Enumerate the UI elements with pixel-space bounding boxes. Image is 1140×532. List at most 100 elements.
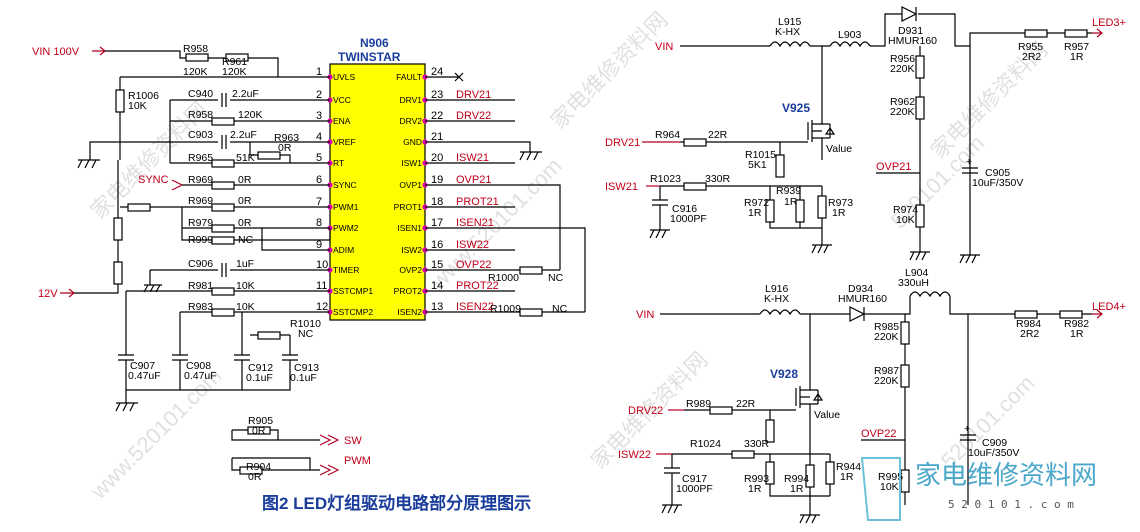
c913-val: 0.1uF xyxy=(290,372,317,384)
ic-pin-name: DRV1 xyxy=(399,95,422,105)
ic-pin-name: ENA xyxy=(333,116,351,126)
svg-text:+: + xyxy=(966,156,972,168)
r1006-val: 10K xyxy=(128,100,147,112)
ground-icon xyxy=(799,514,820,524)
l904-val: 330uH xyxy=(898,277,929,289)
r969b-val: 0R xyxy=(238,195,252,207)
r1024-val: 330R xyxy=(744,438,770,450)
ic-pin-number: 10 xyxy=(316,259,328,271)
l915-val: K-HX xyxy=(775,26,800,38)
c913-ref: C913 xyxy=(294,362,319,374)
c908-ref: C908 xyxy=(186,360,211,372)
ic-n906: N906 TWINSTAR UVLS1VCC2ENA3VREF4RT5SYNC6… xyxy=(316,36,443,321)
pwm-label: PWM xyxy=(344,455,371,467)
ic-pin-number: 12 xyxy=(316,301,328,313)
ic-pin-number: 6 xyxy=(316,174,322,186)
ic-pin-number: 18 xyxy=(431,196,443,208)
r956-ref: R956 xyxy=(890,53,915,65)
c905-val: 10uF/350V xyxy=(972,177,1023,189)
isw21-label: ISW21 xyxy=(605,181,638,193)
led3-driver: VIN L915 K-HX L903 D931 HMUR160 R955 2R2… xyxy=(605,6,1126,264)
ground-icon xyxy=(959,254,980,264)
ovp22-label: OVP22 xyxy=(861,428,896,440)
l916-val: K-HX xyxy=(764,293,789,305)
ground-icon xyxy=(519,151,542,161)
r969a-ref: R969 xyxy=(188,174,213,186)
ic-pin-name: SSTCMP1 xyxy=(333,286,373,296)
ground-icon xyxy=(909,240,930,261)
logo-icon xyxy=(860,457,901,521)
ic-right-nets: R1000 NC R1009 NC DRV21DRV22ISW21OVP21PR… xyxy=(425,72,586,317)
ic-pin-number: 8 xyxy=(316,217,322,229)
r993-ref: R993 xyxy=(744,473,769,485)
ic-pin-number: 1 xyxy=(316,66,322,78)
r1024-ref: R1024 xyxy=(690,438,721,450)
r969b-ref: R969 xyxy=(188,195,213,207)
c940-val: 2.2uF xyxy=(232,88,259,100)
led3-label: LED3+ xyxy=(1092,17,1126,29)
ic-pin-number: 20 xyxy=(431,152,443,164)
c909-val: 10uF/350V xyxy=(968,447,1019,459)
ic-body xyxy=(329,63,426,321)
c906-val: 1uF xyxy=(236,258,254,270)
c903-ref: C903 xyxy=(188,129,213,141)
ic-pin-number: 2 xyxy=(316,89,322,101)
vin100-label: VIN 100V xyxy=(32,46,80,58)
net-label: ISEN22 xyxy=(456,301,494,313)
r987-ref: R987 xyxy=(874,365,899,377)
isw22-label: ISW22 xyxy=(618,449,651,461)
r1015-val: 5K1 xyxy=(748,159,767,171)
ic-pin-number: 21 xyxy=(431,131,443,143)
r1023-ref: R1023 xyxy=(650,173,681,185)
ic-pin-name: PWM1 xyxy=(333,202,359,212)
net-label: PROT21 xyxy=(456,196,499,208)
net-label: DRV22 xyxy=(456,110,491,122)
r974-val: 10K xyxy=(896,214,915,226)
l916-ref: L916 xyxy=(765,283,789,295)
c903-val: 2.2uF xyxy=(230,129,257,141)
r962-val: 220K xyxy=(890,106,915,118)
v925-value: Value xyxy=(826,143,852,155)
ground-icon xyxy=(143,284,162,293)
v925-mosfet xyxy=(807,120,823,160)
ic-pin-name: ISEN2 xyxy=(397,307,422,317)
drv21-label: DRV21 xyxy=(605,137,640,149)
drv22-label: DRV22 xyxy=(628,405,663,417)
net-label: OVP22 xyxy=(456,259,491,271)
net-label: DRV21 xyxy=(456,89,491,101)
c912-val: 0.1uF xyxy=(246,372,273,384)
ic-pin-number: 14 xyxy=(431,280,443,292)
ic-name: TWINSTAR xyxy=(338,50,401,64)
r995-val: 10K xyxy=(880,481,899,493)
l903-ref: L903 xyxy=(838,29,862,41)
c912-ref: C912 xyxy=(248,362,273,374)
ic-pin-number: 9 xyxy=(316,239,322,251)
ic-pin-number: 13 xyxy=(431,301,443,313)
r944-ref: R944 xyxy=(836,461,861,473)
ic-pin-number: 5 xyxy=(316,152,322,164)
r983-val: 10K xyxy=(236,301,255,313)
ic-pin-name: OVP2 xyxy=(399,265,422,275)
c905-ref: C905 xyxy=(985,167,1010,179)
ground-symbols xyxy=(77,151,542,412)
r958-val: 120K xyxy=(183,66,208,78)
r1010-val: NC xyxy=(298,328,314,340)
net-label: ISEN21 xyxy=(456,217,494,229)
r985-val: 220K xyxy=(874,331,899,343)
r961-resistor xyxy=(225,53,249,62)
r955-ref: R955 xyxy=(1018,41,1043,53)
r957-val: 1R xyxy=(1070,51,1084,63)
r1009-nc: NC xyxy=(552,303,568,315)
r1006-resistor xyxy=(115,89,125,113)
ic-pin-number: 23 xyxy=(431,89,443,101)
ground-icon xyxy=(649,225,670,239)
vin100-arrow xyxy=(92,46,106,56)
ic-pin-name: ADIM xyxy=(333,245,354,255)
r982-ref: R982 xyxy=(1064,318,1089,330)
r983-ref: R983 xyxy=(188,301,213,313)
r987-val: 220K xyxy=(874,375,899,387)
r973-val: 1R xyxy=(832,207,846,219)
sync-label: SYNC xyxy=(138,174,169,186)
r958b-val: 120K xyxy=(238,109,263,121)
v925-label: V925 xyxy=(782,101,810,115)
